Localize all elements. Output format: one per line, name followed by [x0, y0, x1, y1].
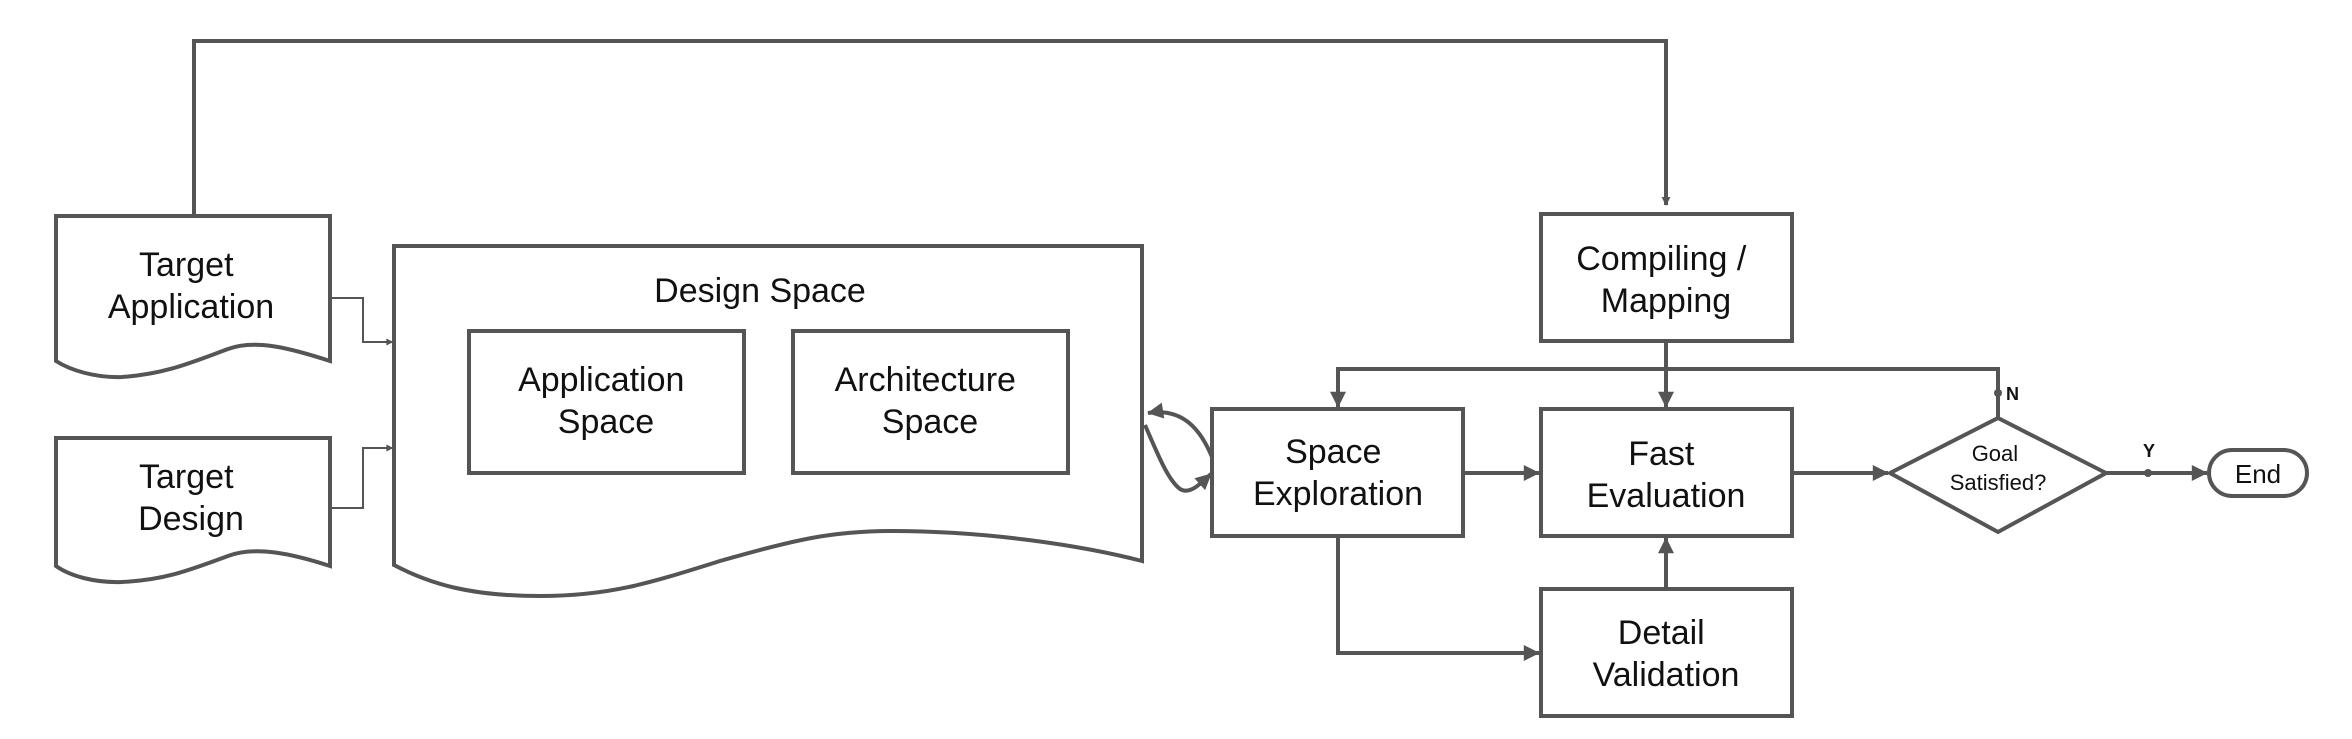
detail-validation-node: Detail Validation: [1539, 587, 1794, 718]
architecture-space-label: Architecture Space: [835, 361, 1026, 441]
application-space-line-1: Application: [518, 361, 684, 399]
application-space-label: Application Space: [518, 361, 694, 441]
edge-space-exploration-to-design-space: [1147, 402, 1214, 458]
fast-evaluation-label: Fast Evaluation: [1587, 435, 1746, 515]
edge-yes-junction-dot: [2144, 469, 2152, 477]
goal-satisfied-line-1: Goal: [1972, 441, 2018, 466]
edge-no-label: N: [2006, 384, 2019, 404]
fast-evaluation-line-1: Fast: [1628, 435, 1695, 473]
edge-space-exploration-to-detail-validation: [1336, 536, 1540, 661]
target-design-line-2: Design: [138, 500, 244, 538]
compiling-mapping-label: Compiling / Mapping: [1576, 240, 1756, 320]
end-terminator: [2207, 448, 2309, 498]
goal-satisfied-diamond: [1885, 415, 2111, 535]
space-exploration-box: [1210, 407, 1465, 538]
fast-evaluation-line-2: Evaluation: [1587, 477, 1746, 515]
edge-no-junction-dot: [1994, 389, 2002, 397]
edge-target-design-to-design-space: [330, 444, 394, 509]
application-space-box: [467, 329, 746, 475]
design-space-title: Design Space: [654, 272, 866, 310]
architecture-space-box: [791, 329, 1070, 475]
goal-satisfied-label: Goal Satisfied?: [1950, 441, 2047, 495]
target-design-node: Target Design: [54, 436, 332, 585]
edge-design-space-to-space-exploration: [1143, 424, 1213, 493]
goal-satisfied-line-2: Satisfied?: [1950, 470, 2047, 495]
target-design-label: Target Design: [138, 458, 244, 538]
target-application-shape: [54, 214, 332, 380]
space-exploration-node: Space Exploration: [1210, 407, 1465, 538]
target-application-line-1: Target: [139, 246, 234, 284]
compiling-mapping-node: Compiling / Mapping: [1539, 212, 1794, 343]
target-design-line-1: Target: [139, 458, 234, 496]
application-space-node: Application Space: [467, 329, 746, 475]
detail-validation-line-1: Detail: [1618, 614, 1705, 652]
application-space-line-2: Space: [558, 403, 654, 441]
architecture-space-line-2: Space: [882, 403, 978, 441]
edge-target-application-to-compiling: [192, 39, 1671, 216]
fast-evaluation-box: [1539, 407, 1794, 538]
space-exploration-line-2: Exploration: [1253, 475, 1423, 513]
target-application-line-2: Application: [108, 288, 274, 326]
architecture-space-node: Architecture Space: [791, 329, 1070, 475]
compiling-mapping-line-1: Compiling /: [1576, 240, 1747, 278]
goal-satisfied-node: Goal Satisfied?: [1885, 415, 2111, 535]
end-node: End: [2207, 448, 2309, 498]
space-exploration-label: Space Exploration: [1253, 433, 1423, 513]
fast-evaluation-node: Fast Evaluation: [1539, 407, 1794, 538]
design-space-node: Design Space Application Space Architect…: [392, 244, 1144, 599]
space-exploration-line-1: Space: [1285, 433, 1381, 471]
detail-validation-label: Detail Validation: [1593, 614, 1740, 694]
target-application-node: Target Application: [54, 214, 332, 380]
compiling-mapping-box: [1539, 212, 1794, 343]
compiling-mapping-line-2: Mapping: [1601, 282, 1731, 320]
target-application-label: Target Application: [108, 246, 274, 326]
detail-validation-box: [1539, 587, 1794, 718]
end-label: End: [2235, 459, 2281, 489]
architecture-space-line-1: Architecture: [835, 361, 1016, 399]
edge-target-application-to-design-space: [330, 297, 394, 346]
edge-yes-label: Y: [2143, 441, 2155, 461]
target-design-shape: [54, 436, 332, 585]
detail-validation-line-2: Validation: [1593, 656, 1740, 694]
